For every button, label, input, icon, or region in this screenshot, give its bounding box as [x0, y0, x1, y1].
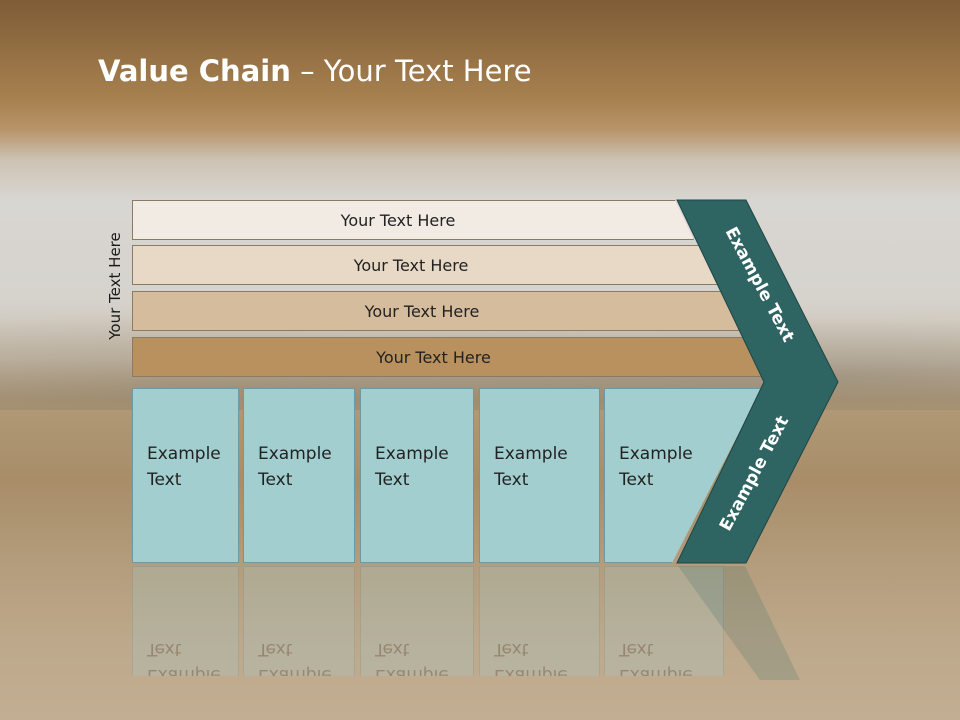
cell-1-line2: Text	[147, 470, 182, 490]
cell-3-line1: Example	[375, 444, 449, 464]
title-rest: – Your Text Here	[290, 54, 532, 88]
band-4-label: Your Text Here	[376, 347, 491, 367]
cell-3-line2: Text	[375, 470, 410, 490]
band-1[interactable]: Your Text Here	[132, 200, 694, 240]
band-1-label: Your Text Here	[340, 210, 456, 230]
cell-4-line1: Example	[494, 444, 568, 464]
cell-5-line2: Text	[619, 470, 654, 490]
cell-1-line1: Example	[147, 444, 221, 464]
band-3-label: Your Text Here	[364, 301, 480, 321]
cell-4-line2: Text	[494, 470, 529, 490]
cell-2-line1: Example	[258, 444, 332, 464]
chevron-shape	[676, 199, 839, 564]
band-2-label: Your Text Here	[353, 255, 469, 275]
cell-3[interactable]: Example Text	[360, 388, 474, 563]
cell-2[interactable]: Example Text	[243, 388, 355, 563]
cell-1[interactable]: Example Text	[132, 388, 239, 563]
cell-2-line2: Text	[258, 470, 293, 490]
title-bold: Value Chain	[98, 54, 291, 88]
cell-4[interactable]: Example Text	[479, 388, 600, 563]
chevron-reflection	[678, 566, 800, 680]
band-4[interactable]: Your Text Here	[132, 337, 765, 377]
band-2[interactable]: Your Text Here	[132, 245, 720, 285]
cell-5-line1: Example	[619, 444, 693, 464]
page-title: Value Chain – Your Text Here	[98, 54, 532, 88]
band-3[interactable]: Your Text Here	[132, 291, 742, 331]
